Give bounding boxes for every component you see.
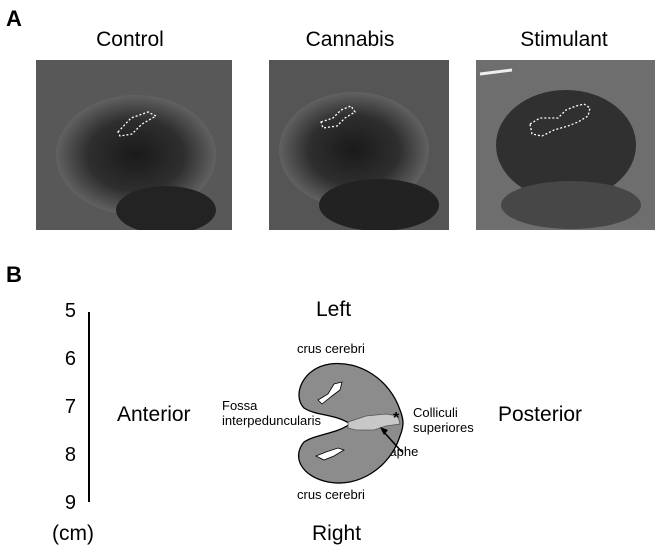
image-title-control: Control xyxy=(96,28,164,51)
scale-unit: (cm) xyxy=(52,522,94,545)
ultrasound-image-control xyxy=(36,60,232,230)
ultrasound-image-stimulant xyxy=(476,60,655,230)
label-fossa: Fossa interpeduncularis xyxy=(222,398,322,428)
ultrasound-image-cannabis xyxy=(269,60,449,230)
panel-a-label: A xyxy=(6,6,22,31)
orientation-right: Right xyxy=(312,522,362,545)
scale-tick-6: 6 xyxy=(64,348,76,370)
label-crus-cerebri-bottom: crus cerebri xyxy=(297,487,365,502)
label-crus-cerebri-top: crus cerebri xyxy=(297,341,365,356)
label-colliculi: Colliculi superiores xyxy=(413,405,474,435)
white-lesion-upper xyxy=(317,381,343,405)
brainstem-diagram xyxy=(298,362,404,484)
scale-tick-7: 7 xyxy=(64,396,76,418)
orientation-posterior: Posterior xyxy=(498,403,583,426)
raphe-arrow xyxy=(381,429,403,453)
roi-outline-cannabis xyxy=(320,105,356,129)
orientation-left: Left xyxy=(316,298,352,321)
raphe-band xyxy=(347,413,401,431)
scale-tick-8: 8 xyxy=(64,444,76,466)
orientation-anterior: Anterior xyxy=(117,403,191,426)
image-title-cannabis: Cannabis xyxy=(305,28,395,51)
white-lesion-lower xyxy=(315,447,345,461)
image-title-stimulant: Stimulant xyxy=(520,28,608,51)
panel-b-label: B xyxy=(6,262,22,287)
scale-axis-line xyxy=(88,312,90,502)
asterisk-mark: * xyxy=(393,410,400,427)
raphe-arrowhead xyxy=(380,427,388,435)
scale-tick-5: 5 xyxy=(64,300,76,322)
scale-tick-9: 9 xyxy=(64,492,76,514)
